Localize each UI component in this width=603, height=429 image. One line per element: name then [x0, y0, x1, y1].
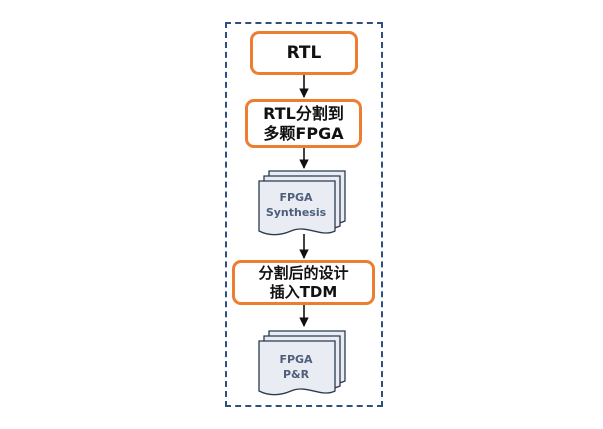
rtl-box: RTL [250, 31, 358, 75]
tdm-insert-box: 分割后的设计 插入TDM [232, 260, 375, 305]
pnr-document-stack-icon [258, 330, 346, 396]
rtl-label: RTL [286, 42, 322, 63]
rtl-split-label-line1: RTL分割到 [263, 103, 344, 123]
tdm-label-line1: 分割后的设计 [258, 264, 349, 283]
rtl-split-label-line2: 多颗FPGA [263, 123, 344, 143]
tdm-label-line2: 插入TDM [269, 282, 338, 301]
pnr-label-line2: P&R [283, 368, 310, 381]
rtl-split-box: RTL分割到 多颗FPGA [245, 99, 362, 148]
synthesis-label-line2: Synthesis [266, 206, 327, 219]
synthesis-label-line1: FPGA [279, 191, 313, 204]
flow-container [225, 22, 383, 407]
pnr-label-line1: FPGA [279, 353, 313, 366]
synthesis-document-stack-icon [258, 170, 346, 236]
